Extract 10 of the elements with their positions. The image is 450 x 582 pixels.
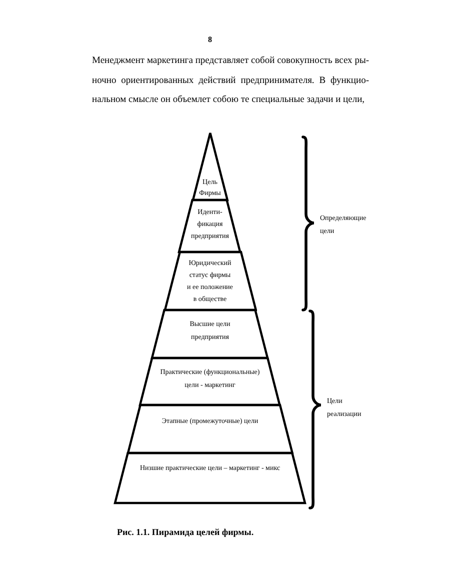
- pyramid-tier: [150, 308, 270, 360]
- pyramid-tier: [138, 356, 282, 407]
- figure-caption: Рис. 1.1. Пирамида целей фирмы.: [117, 527, 254, 537]
- pyramid-tier: [177, 198, 243, 254]
- pyramid-tier: [126, 403, 294, 455]
- pyramid-tier: [162, 250, 258, 312]
- pyramid-tier: [190, 131, 230, 202]
- body-paragraph: Менеджмент маркетинга представляет собой совокупность всех ры- ночно ориентированных действий предпринимателя. В функцио- нальном смысле он объемлет собою те специальные задачи и цели,: [92, 55, 369, 107]
- page-number: 8: [207, 35, 213, 44]
- pyramid-tier: [113, 451, 307, 505]
